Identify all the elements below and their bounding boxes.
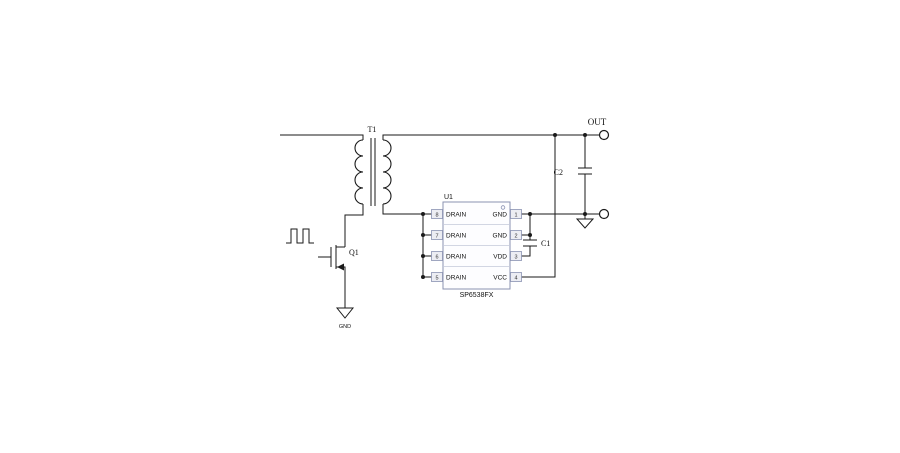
pin1-indicator-icon <box>500 205 506 210</box>
pwm-pulse-symbol <box>286 228 314 244</box>
wire-out-positive-rail <box>382 134 600 140</box>
pin-number: 7 <box>435 234 438 240</box>
pin-number: 5 <box>435 276 438 282</box>
pin-box-2 <box>510 230 522 240</box>
junction-dot <box>528 212 532 216</box>
ic-ref-label: U1 <box>444 194 453 201</box>
c2-label: C2 <box>554 168 563 177</box>
junction-dot <box>528 233 532 237</box>
pin-label-gnd: GND <box>493 233 508 240</box>
transformer-primary-coil <box>354 139 364 205</box>
transformer-label: T1 <box>368 125 377 134</box>
out-positive-terminal-icon <box>598 129 610 141</box>
wire-secondary-to-bus <box>382 204 432 215</box>
mosfet-label: Q1 <box>349 248 359 257</box>
pin-box-5 <box>431 272 443 282</box>
pin-number: 8 <box>435 213 438 219</box>
junction-dot <box>583 133 587 137</box>
pin-box-8 <box>431 209 443 219</box>
pin-box-3 <box>510 251 522 261</box>
ic-u1: 8 7 6 5 1 2 3 4 DRAIN DRAIN DRAIN DRAIN … <box>431 194 522 299</box>
pin-number: 4 <box>514 276 517 282</box>
transformer-t1: T1 <box>354 125 392 206</box>
junction-dot <box>421 212 425 216</box>
pin-box-1 <box>510 209 522 219</box>
out-label: OUT <box>588 117 607 127</box>
pulse-waveform-icon <box>286 228 314 244</box>
junction-dot <box>583 212 587 216</box>
pin-number: 3 <box>514 255 517 261</box>
pin-label-drain: DRAIN <box>446 254 467 261</box>
wire-primary-to-drain <box>344 204 364 247</box>
junction-dot <box>421 275 425 279</box>
junction-dot <box>421 233 425 237</box>
capacitor-c2: C2 <box>554 167 592 177</box>
transformer-secondary-coil <box>382 139 392 205</box>
q1-ground-label: GND <box>339 324 351 330</box>
pin-box-4 <box>510 272 522 282</box>
c1-label: C1 <box>541 239 550 248</box>
junction-dot <box>421 254 425 258</box>
output-terminals: OUT <box>588 117 610 220</box>
capacitor-c1: C1 <box>523 239 550 248</box>
mosfet-q1: Q1 <box>318 245 359 280</box>
junction-dot <box>553 133 557 137</box>
pin-label-vdd: VDD <box>493 254 507 261</box>
ground-icon <box>575 218 595 229</box>
pin-label-vcc: VCC <box>493 275 507 282</box>
pin-label-gnd: GND <box>493 212 508 219</box>
ic-part-label: SP6538FX <box>460 292 494 299</box>
q1-ground: GND <box>335 280 355 330</box>
wire-primary-input <box>280 134 364 140</box>
pin-number: 6 <box>435 255 438 261</box>
output-ground <box>575 214 595 229</box>
pin-box-7 <box>431 230 443 240</box>
out-negative-terminal-icon <box>598 208 610 220</box>
pin-label-drain: DRAIN <box>446 212 467 219</box>
junction-dots <box>421 133 587 279</box>
wire-vcc-feed <box>521 135 556 278</box>
pin-number: 1 <box>514 213 517 219</box>
pin-label-drain: DRAIN <box>446 233 467 240</box>
pin-number: 2 <box>514 234 517 240</box>
ground-icon <box>335 307 355 319</box>
wire-c1-to-vdd <box>521 246 531 257</box>
mosfet-source-arrow <box>337 263 344 271</box>
pin-label-drain: DRAIN <box>446 275 467 282</box>
pin-box-6 <box>431 251 443 261</box>
